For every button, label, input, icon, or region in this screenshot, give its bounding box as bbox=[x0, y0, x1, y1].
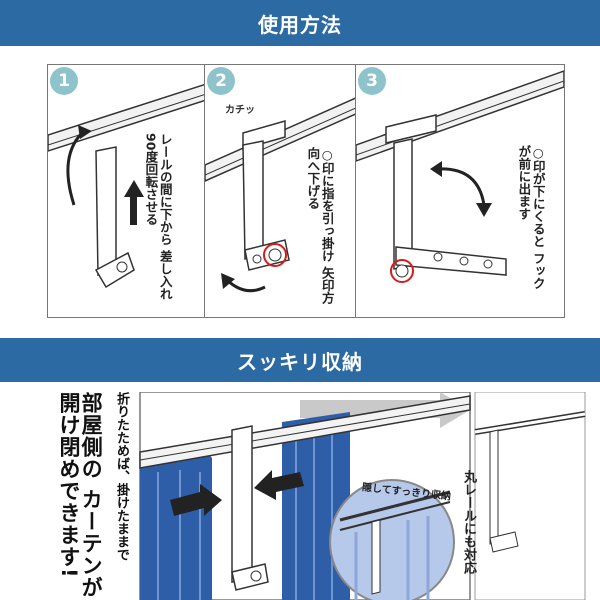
step2-line1: ○印に指を引っ掛け bbox=[319, 147, 335, 262]
step1-illustration bbox=[48, 76, 228, 289]
usage-title: 使用方法 bbox=[258, 12, 342, 37]
step3-instruction: ○印が下にくると フックが前に出ます bbox=[516, 145, 545, 295]
section-header-usage: 使用方法 bbox=[0, 0, 600, 46]
step1-instruction: レールの間に下から 差し入れ90度回転させる bbox=[143, 133, 172, 303]
section-header-storage: スッキリ収納 bbox=[0, 338, 600, 382]
step-number-1: 1 bbox=[50, 67, 78, 95]
step3-line1: ○印が下にくると bbox=[530, 145, 546, 248]
storage-headline: 部屋側の カーテンが 開け閉めできます! bbox=[57, 392, 104, 600]
step-number-2: 2 bbox=[207, 67, 235, 95]
headline-line2: カーテンが bbox=[79, 488, 104, 599]
round-rail-note: 丸レールにも対応 bbox=[461, 470, 476, 574]
step1-line1: レールの間に下から bbox=[157, 133, 173, 246]
click-sound-label: カチッ bbox=[225, 105, 255, 116]
step-panel-1: 1 レールの間に下から 差し入れ90度回転させる bbox=[47, 64, 229, 318]
storage-sub-note: 折りたためば、掛けたままで bbox=[114, 392, 129, 561]
step2-illustration bbox=[205, 84, 385, 293]
headline-line3: 開け閉めできます! bbox=[57, 392, 82, 579]
storage-title: スッキリ収納 bbox=[237, 349, 363, 374]
step3-illustration bbox=[356, 70, 564, 283]
step-panel-3: 3 ○印が下にくると フックが前に出ます bbox=[355, 64, 565, 318]
step-number-3: 3 bbox=[358, 67, 386, 95]
headline-line1: 部屋側の bbox=[79, 392, 104, 480]
step2-instruction: ○印に指を引っ掛け 矢印方向へ下げる bbox=[305, 147, 334, 307]
step3-line2: フックが前に出ます bbox=[516, 145, 546, 290]
storage-illustration bbox=[139, 392, 586, 600]
step2-line2: 矢印方向へ下げる bbox=[305, 147, 335, 304]
step1-line2: 差し入れ90度回転させる bbox=[143, 133, 173, 300]
